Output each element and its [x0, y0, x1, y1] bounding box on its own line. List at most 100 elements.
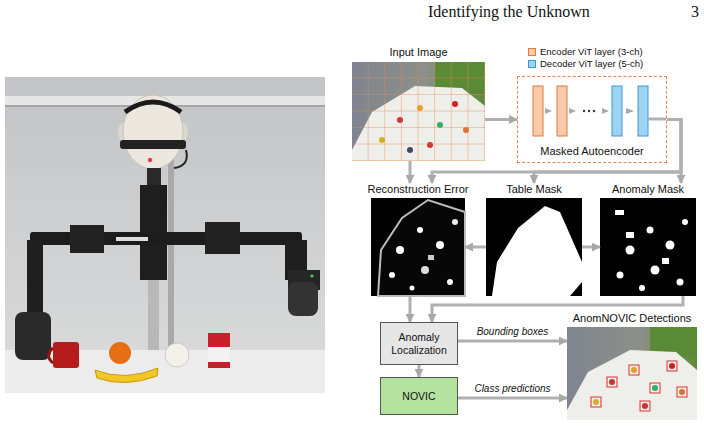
- encoder-layer: [533, 86, 543, 136]
- node-label: Anomaly Mask: [584, 183, 704, 196]
- blob: [677, 279, 684, 286]
- image-bg: [567, 327, 697, 420]
- image-panel: Anomaly Mask: [600, 183, 696, 296]
- object: [642, 403, 648, 409]
- image-table: [567, 350, 697, 420]
- image-bg: [486, 198, 582, 296]
- bounding-box: [650, 383, 660, 393]
- process-box: Anomaly Localization: [380, 322, 458, 365]
- encoder-layer: [557, 86, 567, 136]
- image-bg: [600, 198, 696, 296]
- blob: [421, 266, 429, 274]
- node-label: NOVIC: [402, 390, 435, 403]
- blob: [647, 227, 654, 234]
- bounding-box: [591, 397, 601, 407]
- table-outline: [378, 200, 465, 296]
- image-panel: Reconstruction Error: [371, 183, 465, 296]
- object: [669, 363, 675, 369]
- connector-arrow: [418, 365, 421, 377]
- object: [609, 379, 615, 385]
- robot-hand: [15, 312, 51, 360]
- legend-row: Encoder ViT layer (3-ch): [528, 46, 643, 58]
- table-mask-picture: [486, 198, 582, 296]
- mask-region: [492, 206, 582, 296]
- legend-swatch: [528, 48, 536, 56]
- edge-label: Bounding boxes: [477, 326, 549, 338]
- bounding-box: [667, 361, 677, 371]
- ellipsis-dot: [583, 110, 585, 112]
- layer-arrow: [545, 108, 552, 114]
- blob: [389, 272, 395, 278]
- edge-label: Class predictions: [474, 383, 550, 395]
- blob: [639, 285, 645, 291]
- can-label: [208, 362, 230, 368]
- bounding-box: [677, 387, 687, 397]
- connector-arrow: [485, 118, 517, 121]
- node-label: Anomaly Localization: [385, 331, 453, 357]
- robot-arm: [27, 240, 43, 312]
- blob: [662, 258, 669, 264]
- legend-text: Decoder ViT layer (5-ch): [540, 58, 643, 70]
- microphone: [174, 150, 187, 168]
- robot-head: [123, 95, 183, 169]
- detections-picture: [567, 327, 697, 420]
- image-bg: [352, 62, 485, 161]
- bounding-box: [640, 401, 650, 411]
- orange: [109, 342, 131, 364]
- blob: [682, 219, 688, 225]
- anomaly-mask-picture: [600, 198, 696, 296]
- headset-band: [125, 102, 181, 112]
- reconstruction-error-picture: [371, 198, 465, 296]
- node-label: Reconstruction Error: [355, 183, 481, 196]
- ellipsis-dot: [593, 110, 595, 112]
- connector-arrow: [582, 246, 600, 249]
- image-panel: Input Image: [352, 46, 485, 161]
- page-number: 3: [691, 3, 699, 21]
- object: [631, 367, 637, 373]
- blob: [452, 219, 458, 225]
- connector-arrow: [458, 397, 567, 400]
- blob: [436, 241, 444, 249]
- legend: Encoder ViT layer (3-ch)Decoder ViT laye…: [528, 46, 643, 70]
- bounding-box: [607, 377, 617, 387]
- mug-handle: [49, 348, 54, 363]
- visor: [120, 140, 186, 149]
- blob: [410, 286, 415, 291]
- decoder-layer: [638, 86, 648, 136]
- bounding-box: [629, 365, 639, 375]
- connector-arrow: [667, 120, 681, 184]
- connector-arrow: [409, 161, 412, 183]
- layer-arrow: [626, 108, 634, 114]
- node-label: AnomNOVIC Detections: [551, 312, 704, 325]
- led: [310, 274, 313, 277]
- legend-swatch: [528, 60, 536, 68]
- running-header: Identifying the Unknown: [428, 3, 590, 21]
- can-label: [208, 333, 230, 347]
- connector-arrow: [409, 296, 412, 322]
- image-panel: Table Mask: [486, 183, 582, 296]
- connector-arrow: [432, 120, 681, 184]
- sticker: [116, 237, 148, 241]
- blob: [666, 241, 675, 250]
- layer-arrow: [602, 108, 609, 114]
- module-group: Masked Autoencoder: [517, 76, 667, 163]
- input-image-picture: [352, 62, 485, 161]
- blob: [615, 210, 624, 215]
- image-bg: [371, 198, 465, 296]
- led: [148, 158, 152, 162]
- blob: [396, 246, 404, 254]
- legend-row: Decoder ViT layer (5-ch): [528, 58, 643, 70]
- ellipsis-dot: [588, 110, 590, 112]
- object: [652, 385, 658, 391]
- ball: [165, 343, 189, 367]
- blob: [428, 255, 434, 260]
- blob: [626, 232, 634, 238]
- blob: [626, 246, 635, 255]
- blob: [417, 227, 423, 233]
- shoulder-joint: [70, 225, 104, 253]
- object: [593, 399, 599, 405]
- process-box: NOVIC: [380, 377, 458, 415]
- mug: [53, 342, 79, 368]
- node-label: Input Image: [336, 46, 501, 59]
